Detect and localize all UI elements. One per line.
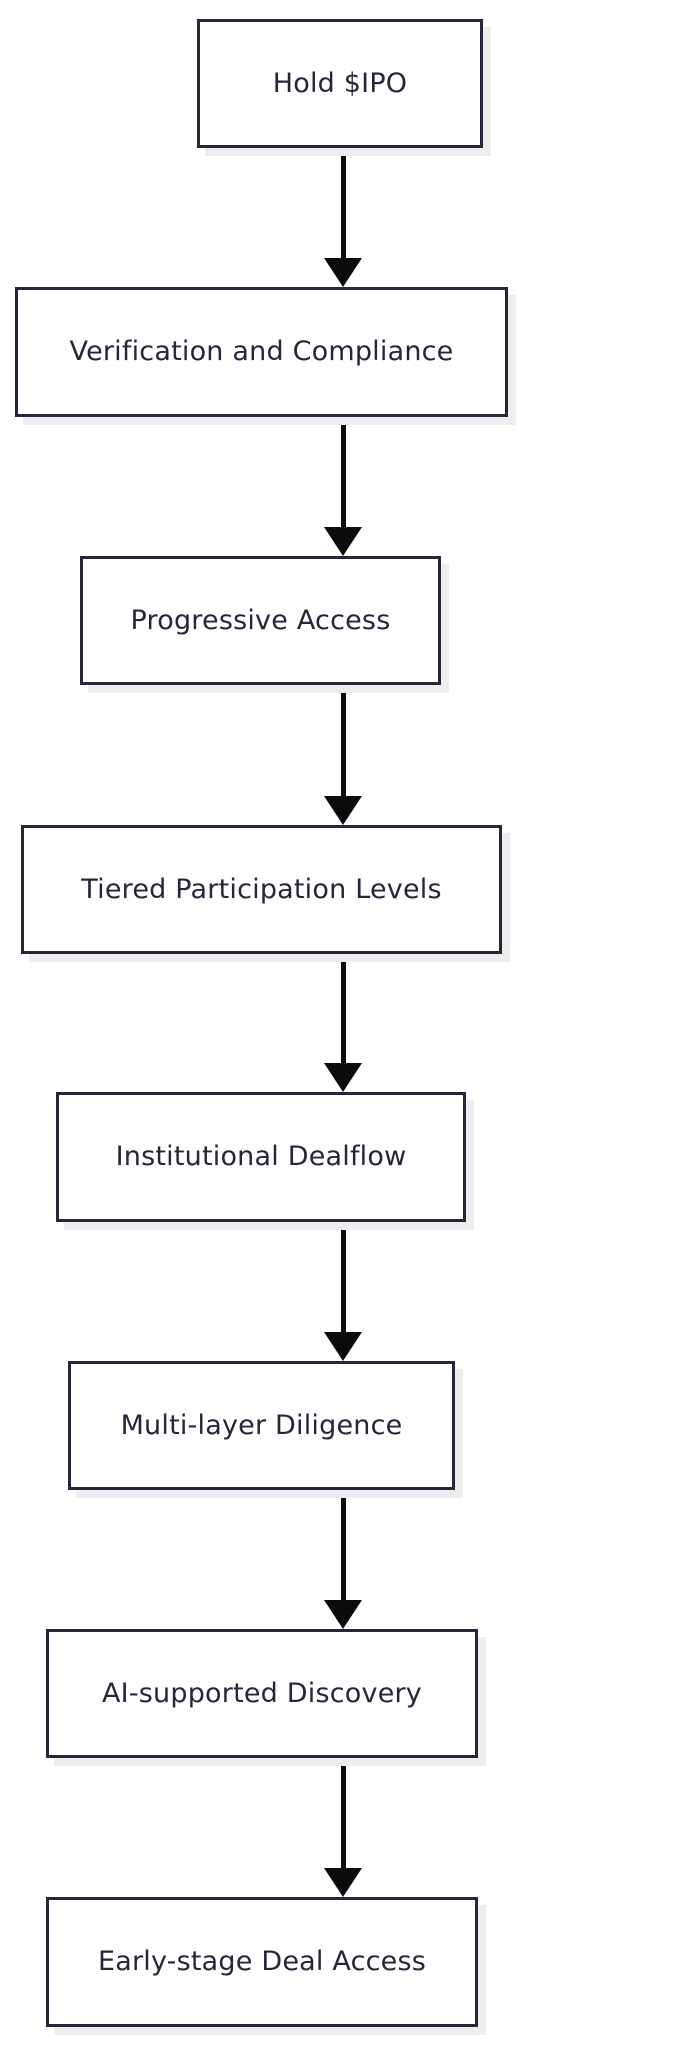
flowchart-node-institutional-dealflow[interactable]: Institutional Dealflow <box>56 1092 466 1222</box>
down-arrow-icon <box>324 1332 362 1361</box>
node-label: Multi-layer Diligence <box>120 1409 403 1441</box>
node-label: Verification and Compliance <box>69 336 454 368</box>
edge-line <box>341 1758 346 1868</box>
edge-line <box>341 417 346 527</box>
node-label: Progressive Access <box>130 604 391 636</box>
edge-line <box>341 148 346 258</box>
flowchart-node-ai-supported-discovery[interactable]: AI-supported Discovery <box>46 1629 478 1758</box>
edge-line <box>341 1222 346 1332</box>
down-arrow-icon <box>324 1868 362 1897</box>
down-arrow-icon <box>324 527 362 556</box>
node-label: Early-stage Deal Access <box>97 1946 427 1978</box>
flowchart-node-tiered-participation-levels[interactable]: Tiered Participation Levels <box>21 825 502 954</box>
down-arrow-icon <box>324 1063 362 1092</box>
node-label: Institutional Dealflow <box>115 1141 407 1173</box>
node-label: AI-supported Discovery <box>102 1677 422 1709</box>
flowchart-node-multi-layer-diligence[interactable]: Multi-layer Diligence <box>68 1361 455 1490</box>
flowchart-node-progressive-access[interactable]: Progressive Access <box>80 556 441 685</box>
down-arrow-icon <box>324 258 362 287</box>
down-arrow-icon <box>324 796 362 825</box>
flowchart-node-hold-ipo[interactable]: Hold $IPO <box>197 19 483 148</box>
edge-line <box>341 1490 346 1600</box>
edge-line <box>341 685 346 796</box>
down-arrow-icon <box>324 1600 362 1629</box>
flowchart-node-verification-and-compliance[interactable]: Verification and Compliance <box>15 287 508 417</box>
node-label: Tiered Participation Levels <box>81 873 442 905</box>
node-label: Hold $IPO <box>272 67 408 99</box>
edge-line <box>341 954 346 1063</box>
flowchart-node-early-stage-deal-access[interactable]: Early-stage Deal Access <box>46 1897 478 2027</box>
